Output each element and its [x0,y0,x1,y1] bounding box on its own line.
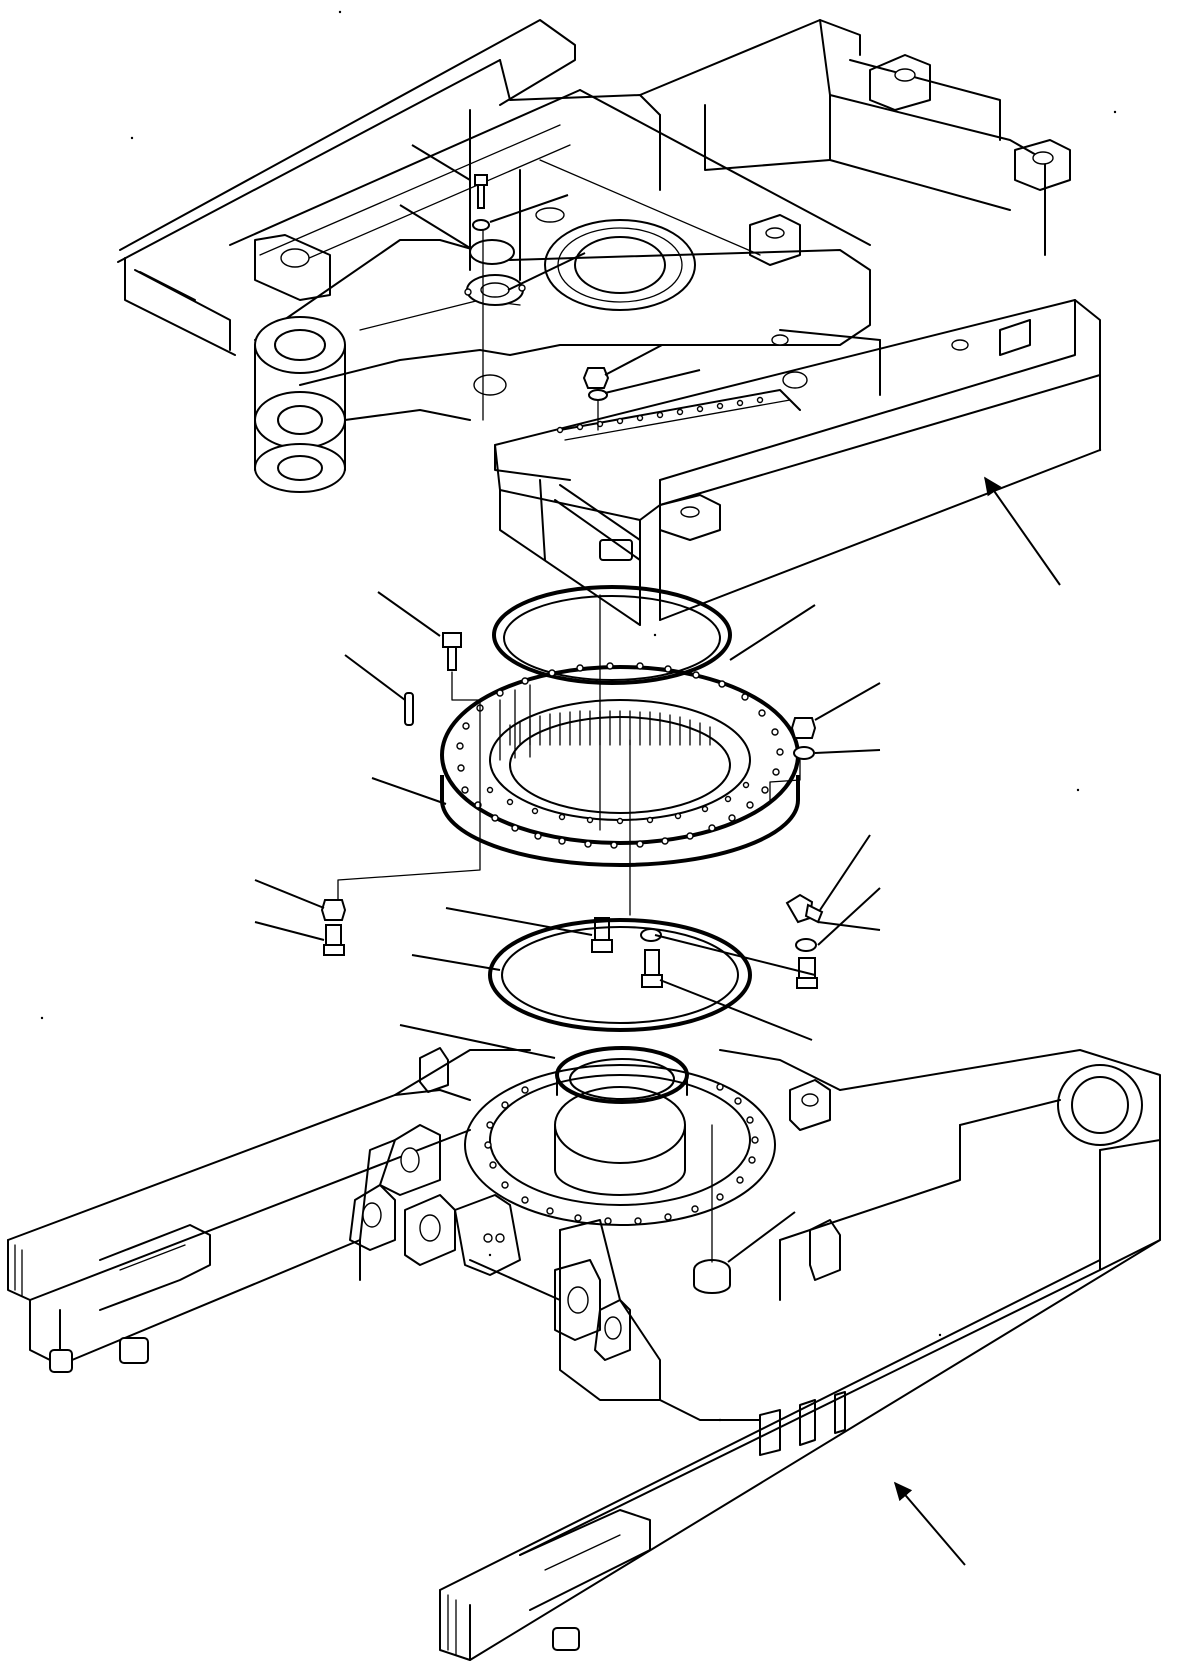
frame-nut-stack [582,367,610,401]
bolt-left [323,924,345,956]
washer-right-lower [795,938,817,952]
cover [469,239,515,265]
cover-bolt-stack [464,174,526,306]
arrow-lower [893,1481,966,1566]
washer [472,219,490,231]
revolving-frame [117,19,1101,626]
swing-circle-bolt-holes [456,662,784,849]
washer-right [793,746,815,760]
bolt-top-left [442,632,462,671]
upper-seal-ring [492,585,732,685]
plug [693,1259,731,1294]
direction-arrows [893,476,1061,1566]
gear-teeth [499,684,711,761]
nut-left [320,899,347,921]
lower-seal-ring [488,918,752,1032]
bolt-center-lower [641,949,663,988]
nut-right [790,717,817,739]
arrow-upper [984,476,1061,586]
swing-circle [440,662,800,867]
grease-fitting [785,893,824,924]
bolt-center [591,917,613,953]
frame-hole-row [556,396,764,434]
track-table-holes [484,1083,759,1225]
spring-pin [404,692,414,726]
track-frame [7,1047,1161,1661]
alignment-lines [337,229,801,1263]
callout-leaders [254,144,881,1263]
track-frame-lugs [349,1047,841,1361]
